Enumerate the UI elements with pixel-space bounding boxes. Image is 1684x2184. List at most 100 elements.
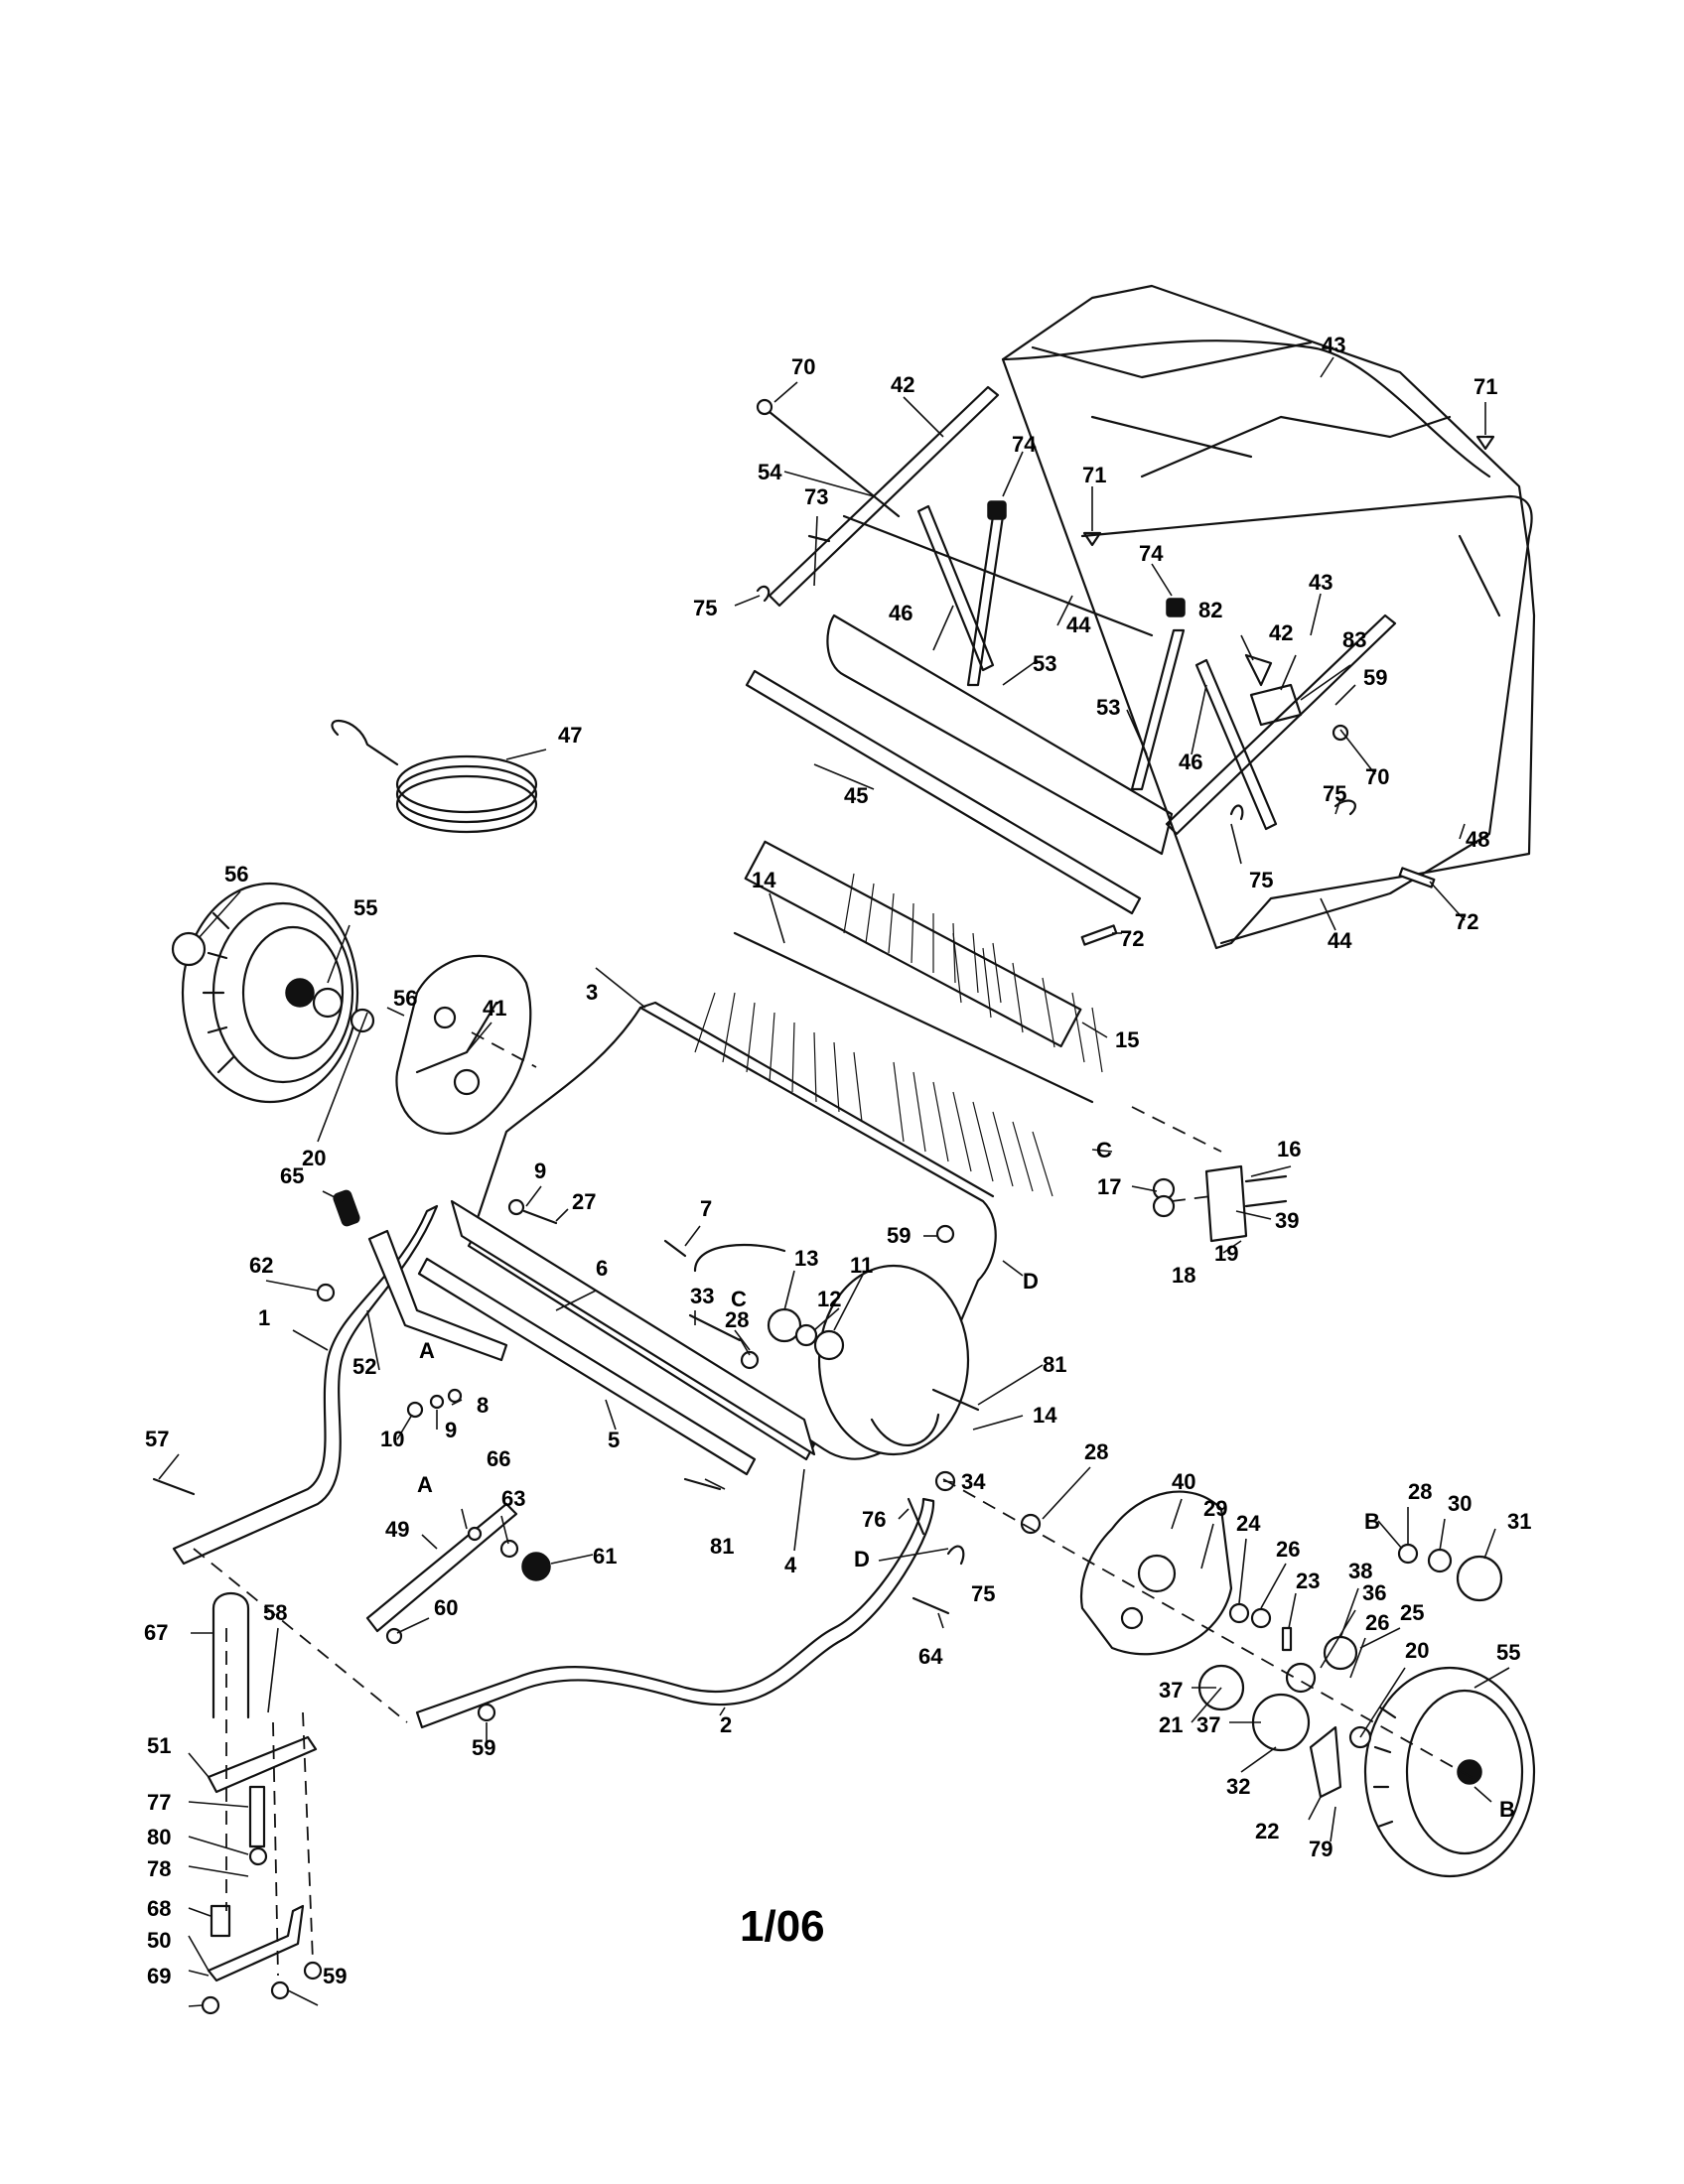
part-number-labels: 70 42 43 71 54 74 71 73 74 43 75 46 44 8… <box>144 333 1531 1988</box>
label-3: 3 <box>586 980 598 1005</box>
pin-81b <box>683 1477 722 1491</box>
label-B: B <box>1364 1509 1380 1534</box>
label-C: C <box>731 1287 747 1311</box>
label-10: 10 <box>380 1427 404 1451</box>
label-75: 75 <box>971 1581 995 1606</box>
label-4: 4 <box>784 1553 797 1577</box>
leader-lines <box>158 356 1510 2007</box>
deflector-strip-45 <box>745 669 1142 915</box>
label-20: 20 <box>1405 1638 1429 1663</box>
label-15: 15 <box>1115 1027 1139 1052</box>
label-66: 66 <box>487 1446 510 1471</box>
washer-28-right <box>1397 1543 1419 1565</box>
label-59: 59 <box>1363 665 1387 690</box>
knob-61 <box>521 1552 551 1581</box>
label-42: 42 <box>1269 620 1293 645</box>
washer-12 <box>794 1323 818 1347</box>
label-64: 64 <box>918 1644 943 1669</box>
clip-75-lower <box>946 1545 965 1566</box>
label-7: 7 <box>700 1196 712 1221</box>
label-5: 5 <box>608 1428 620 1452</box>
label-12: 12 <box>817 1287 841 1311</box>
pin-69 <box>201 1995 220 2015</box>
nut-59-hitch <box>270 1980 290 2000</box>
label-26: 26 <box>1276 1537 1300 1562</box>
label-75: 75 <box>1323 781 1346 806</box>
label-47: 47 <box>558 723 582 748</box>
nut-30 <box>1427 1548 1453 1573</box>
label-75: 75 <box>1249 868 1273 892</box>
label-44: 44 <box>1066 613 1091 637</box>
label-72: 72 <box>1120 926 1144 951</box>
bolt-27 <box>522 1209 558 1225</box>
label-74: 74 <box>1012 432 1037 457</box>
label-6: 6 <box>596 1256 608 1281</box>
label-50: 50 <box>147 1928 171 1953</box>
label-22: 22 <box>1255 1819 1279 1843</box>
label-34: 34 <box>961 1469 986 1494</box>
label-69: 69 <box>147 1964 171 1988</box>
label-79: 79 <box>1309 1837 1333 1861</box>
label-30: 30 <box>1448 1491 1472 1516</box>
label-67: 67 <box>144 1620 168 1645</box>
label-9: 9 <box>534 1159 546 1183</box>
hopper-front-panel <box>826 614 1174 856</box>
washer-28-mid <box>1020 1513 1042 1535</box>
label-9: 9 <box>445 1418 457 1442</box>
bolt-62 <box>316 1283 336 1302</box>
axle-rod-54 <box>768 410 901 518</box>
washer-8 <box>447 1388 463 1404</box>
pin-81a <box>931 1388 980 1412</box>
label-42: 42 <box>891 372 914 397</box>
label-54: 54 <box>758 460 782 484</box>
plate-51 <box>207 1735 318 1794</box>
label-37: 37 <box>1159 1678 1183 1703</box>
support-tube-53-right <box>1130 628 1186 791</box>
pin-23 <box>1281 1626 1293 1652</box>
bracket-18 <box>1152 1164 1288 1243</box>
hubcap-31 <box>1456 1555 1503 1602</box>
label-16: 16 <box>1277 1137 1301 1161</box>
label-18: 18 <box>1172 1263 1195 1288</box>
washer-80 <box>248 1846 268 1866</box>
label-14: 14 <box>1033 1403 1057 1428</box>
gear-housing-40 <box>1079 1490 1233 1656</box>
support-tube-46-left <box>916 504 995 672</box>
cap-71-right <box>1475 435 1495 451</box>
washer-9b <box>429 1394 445 1410</box>
bushing-56-left-inner <box>312 987 344 1019</box>
label-53: 53 <box>1033 651 1056 676</box>
label-59: 59 <box>887 1223 911 1248</box>
label-52: 52 <box>352 1354 376 1379</box>
label-13: 13 <box>794 1246 818 1271</box>
bag-fold-lines <box>1031 341 1501 617</box>
support-tube-53-left <box>966 514 1005 687</box>
pawl-22 <box>1309 1725 1342 1799</box>
cap-70-top <box>756 398 773 416</box>
label-73: 73 <box>804 484 828 509</box>
brush-roller <box>694 840 1103 1197</box>
label-56: 56 <box>393 986 417 1011</box>
label-83: 83 <box>1342 627 1366 652</box>
washer-9a <box>507 1198 525 1216</box>
label-21: 21 <box>1159 1712 1183 1737</box>
pin-72-right <box>1398 867 1436 888</box>
label-70: 70 <box>1365 764 1389 789</box>
bracket-52 <box>367 1229 508 1362</box>
cap-74-left <box>987 500 1007 520</box>
washer-28-left <box>740 1350 760 1370</box>
nut-10 <box>406 1401 424 1419</box>
label-37: 37 <box>1196 1712 1220 1737</box>
bracket-83 <box>1249 683 1303 727</box>
nut-59-housing <box>935 1224 955 1244</box>
label-59: 59 <box>323 1964 347 1988</box>
label-46: 46 <box>889 601 912 625</box>
assembly-lines <box>193 1031 1480 1977</box>
label-49: 49 <box>385 1517 409 1542</box>
sweeper-housing <box>475 1001 997 1460</box>
label-14: 14 <box>752 868 776 892</box>
label-71: 71 <box>1474 374 1497 399</box>
label-A: A <box>417 1472 433 1497</box>
label-39: 39 <box>1275 1208 1299 1233</box>
label-46: 46 <box>1179 750 1202 774</box>
